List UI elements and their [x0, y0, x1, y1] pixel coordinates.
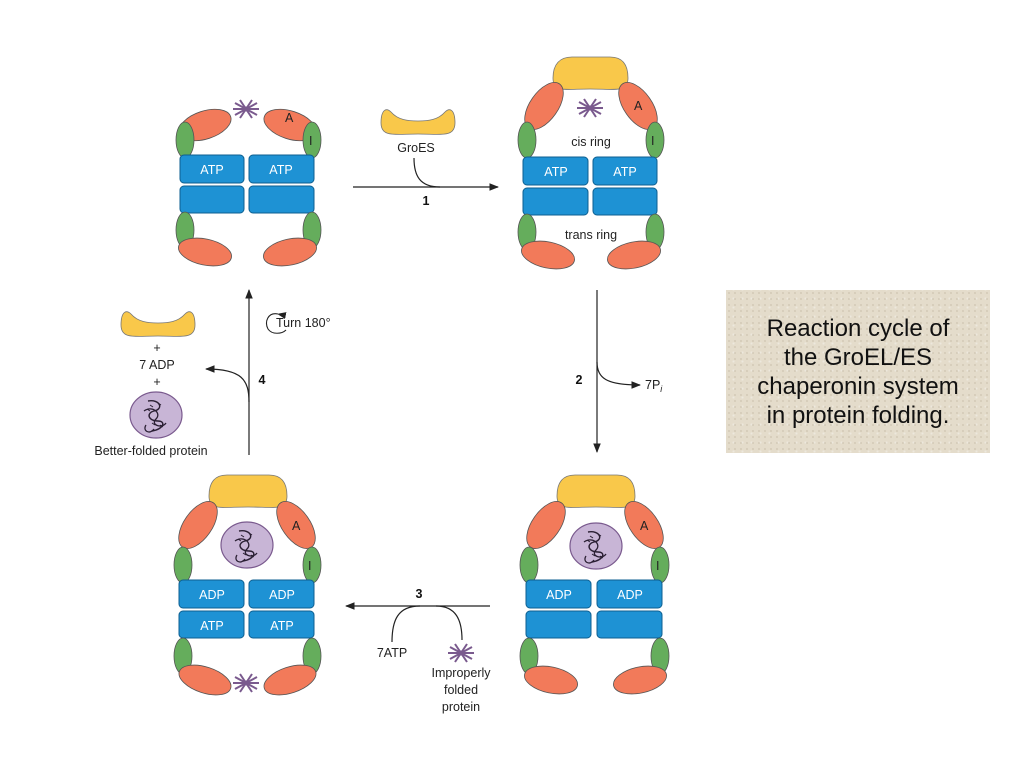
complex-top-left: A I ATP ATP — [175, 99, 322, 267]
step-number: 4 — [259, 373, 266, 387]
step-number: 3 — [416, 587, 423, 601]
caption-line: the GroEL/ES — [783, 343, 933, 371]
apical-domain — [263, 237, 317, 267]
intermediate-label: I — [308, 559, 311, 573]
atp-label: ATP — [200, 619, 223, 633]
adp-label: ADP — [546, 588, 572, 602]
groes-cap — [556, 474, 636, 508]
equatorial-domain — [592, 187, 658, 216]
apical-label: A — [285, 111, 294, 125]
folding-protein-icon — [220, 521, 274, 569]
atp-label: ATP — [544, 165, 567, 179]
atp-label: ATP — [200, 163, 223, 177]
caption-line: chaperonin system — [757, 372, 959, 400]
apical-label: A — [292, 519, 301, 533]
unfolded-protein-icon — [232, 99, 260, 119]
pi-label: 7Pi — [645, 378, 663, 394]
improperly-label-2: folded — [444, 683, 478, 697]
intermediate-domain — [517, 121, 537, 159]
complex-bottom-right: A I ADP ADP — [519, 474, 670, 695]
equatorial-domain — [248, 610, 315, 639]
adp-label: ADP — [269, 588, 295, 602]
groes-cap — [380, 109, 456, 135]
equatorial-domain — [596, 579, 663, 609]
equatorial-domain — [248, 185, 315, 214]
complex-bottom-left: A I ADP ADP ATP ATP — [173, 474, 322, 696]
unfolded-protein-icon — [232, 673, 260, 693]
apical-domain — [178, 664, 232, 696]
turn-arrow-icon — [265, 312, 287, 334]
caption-box: Reaction cycle of the GroEL/ES chaperoni… — [726, 290, 990, 453]
atp-label: ATP — [269, 163, 292, 177]
equatorial-domain — [592, 156, 658, 186]
complex-top-right: A I cis ring ATP ATP trans ring — [517, 56, 665, 270]
apical-domain — [178, 237, 232, 267]
intermediate-label: I — [656, 559, 659, 573]
equatorial-domain — [522, 187, 589, 216]
apical-domain — [521, 240, 575, 270]
release-line — [205, 365, 250, 403]
turn-label: Turn 180° — [276, 316, 331, 330]
trans-ring-label: trans ring — [565, 228, 617, 242]
caption-line: in protein folding. — [766, 401, 950, 429]
equatorial-domain — [525, 610, 592, 639]
step-number: 1 — [423, 194, 430, 208]
apical-domain — [263, 664, 317, 696]
better-folded-protein-icon — [129, 391, 183, 439]
cis-ring-label: cis ring — [571, 135, 611, 149]
intermediate-domain — [650, 546, 670, 584]
intermediate-domain — [175, 121, 195, 159]
caption-line: Reaction cycle of — [766, 314, 950, 342]
step-4: 4 Turn 180° + 7 ADP + Better-folded prot… — [94, 289, 331, 458]
groes-cap — [120, 311, 196, 337]
pi-release-line — [596, 361, 641, 389]
groes-cap — [552, 56, 629, 90]
intermediate-domain — [519, 546, 539, 584]
equatorial-domain — [178, 610, 245, 639]
plus-sign: + — [153, 341, 160, 355]
intermediate-domain — [302, 546, 322, 584]
seven-adp-label: 7 ADP — [139, 358, 174, 372]
adp-label: ADP — [199, 588, 225, 602]
equatorial-domain — [525, 579, 592, 609]
groes-cap — [208, 474, 288, 508]
unfolded-protein-icon — [447, 643, 475, 663]
folding-protein-icon — [569, 522, 623, 570]
adp-label: ADP — [617, 588, 643, 602]
equatorial-domain — [248, 154, 315, 184]
apical-domain — [613, 665, 667, 695]
intermediate-domain — [173, 546, 193, 584]
better-folded-label: Better-folded protein — [94, 444, 207, 458]
equatorial-domain — [179, 154, 245, 184]
equatorial-domain — [596, 610, 663, 639]
seven-atp-label: 7ATP — [377, 646, 407, 660]
caption-text: Reaction cycle of the GroEL/ES chaperoni… — [757, 314, 958, 430]
intermediate-domain — [645, 121, 665, 159]
step-number: 2 — [576, 373, 583, 387]
atp-label: ATP — [270, 619, 293, 633]
apical-label: A — [640, 519, 649, 533]
equatorial-domain — [178, 579, 245, 609]
groes-feed-line — [413, 157, 441, 188]
plus-sign: + — [153, 375, 160, 389]
apical-domain — [607, 240, 661, 270]
intermediate-label: I — [651, 134, 654, 148]
equatorial-domain — [522, 156, 589, 186]
atp-label: ATP — [613, 165, 636, 179]
intermediate-label: I — [309, 134, 312, 148]
atp-feed-line — [391, 605, 421, 643]
step-1: GroES 1 — [353, 109, 499, 208]
apical-label: A — [634, 99, 643, 113]
step-2: 7Pi 2 — [576, 290, 663, 453]
protein-feed-line — [435, 605, 463, 641]
equatorial-domain — [179, 185, 245, 214]
equatorial-domain — [248, 579, 315, 609]
groes-label: GroES — [397, 141, 435, 155]
improperly-label-3: protein — [442, 700, 480, 714]
improperly-label-1: Improperly — [431, 666, 491, 680]
apical-domain — [524, 665, 578, 695]
step-3: 3 7ATP Improperly folded protein — [345, 587, 491, 714]
unfolded-protein-icon — [576, 98, 604, 118]
